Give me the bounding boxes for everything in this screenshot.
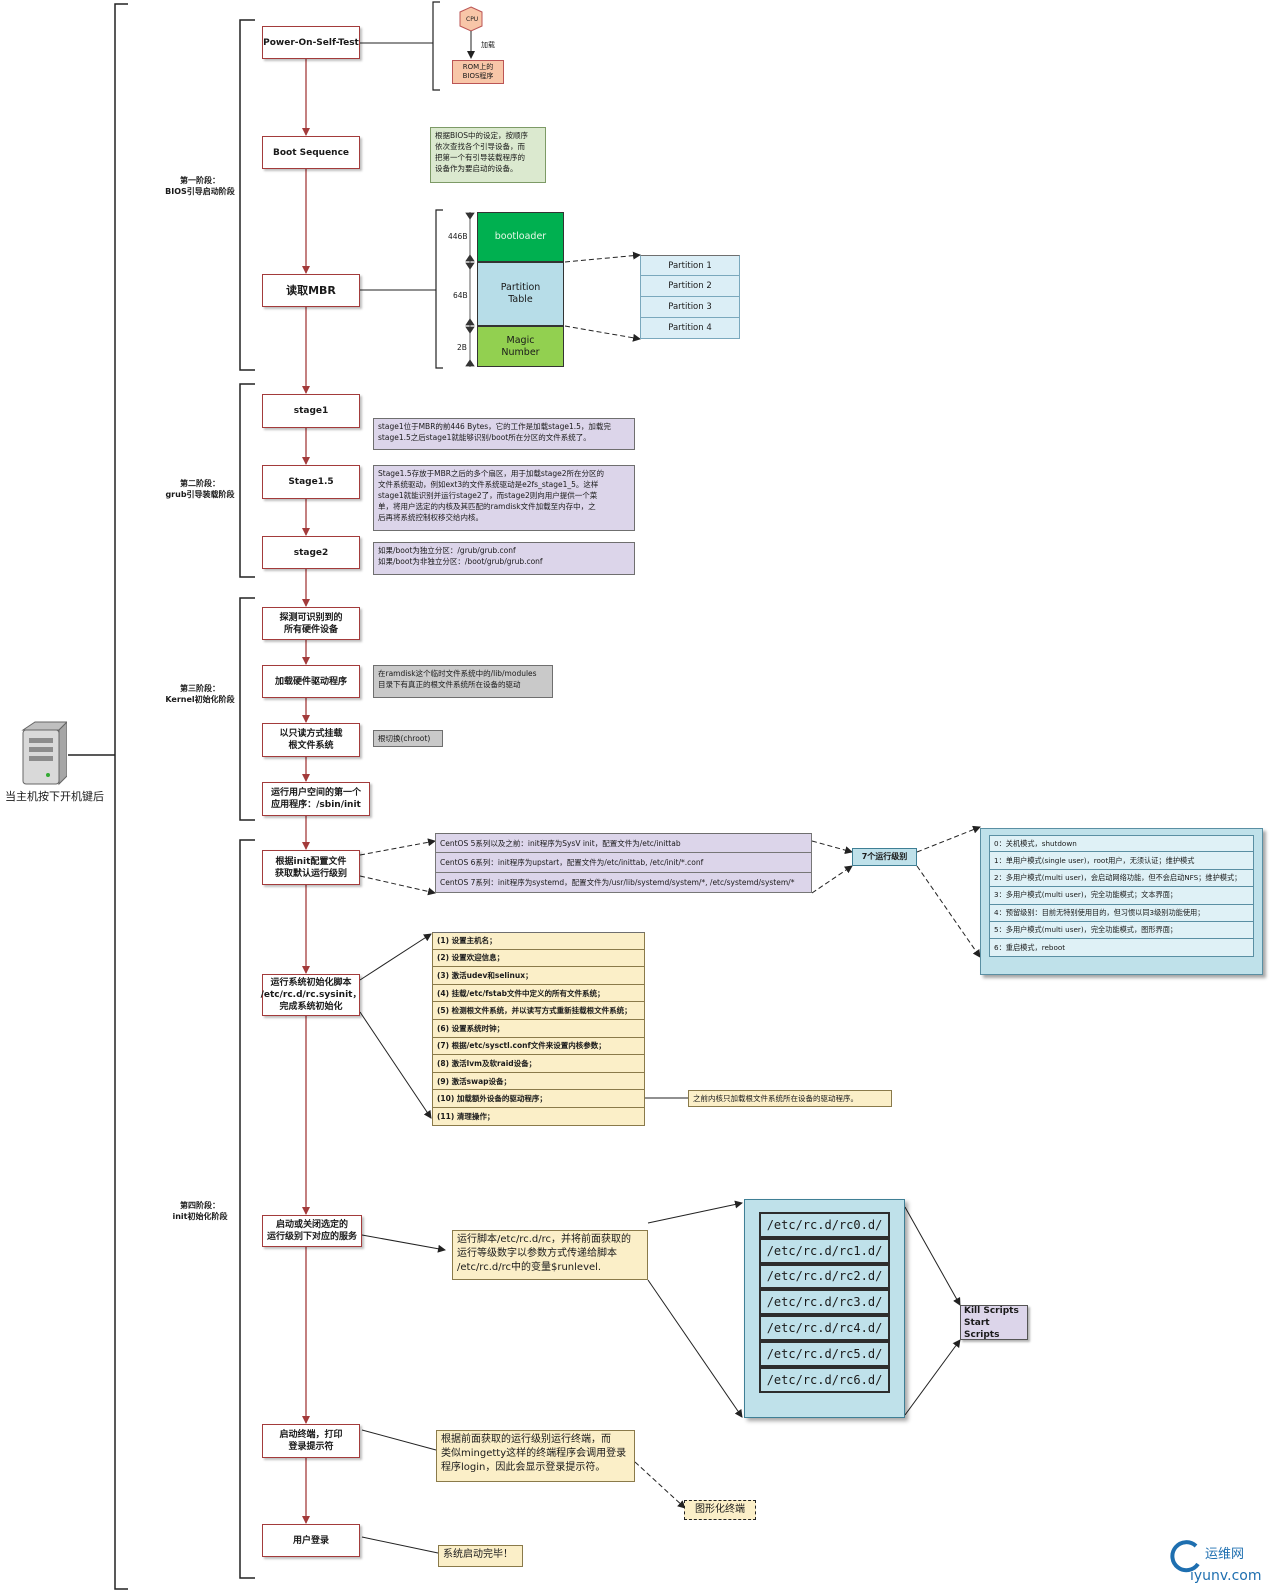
load-label: 加载	[481, 41, 495, 49]
step-rc-sysinit: 运行系统初始化脚本 /etc/rc.d/rc.sysinit， 完成系统初始化	[261, 974, 361, 1016]
rc-dir-3: /etc/rc.d/rc3.d/	[759, 1289, 890, 1316]
step-start-terminal: 启动终端，打印 登录提示符	[262, 1424, 360, 1458]
rc-directories-panel: /etc/rc.d/rc0.d/ /etc/rc.d/rc1.d/ /etc/r…	[744, 1199, 905, 1418]
sysinit-task: (6) 设置系统时钟；	[432, 1019, 645, 1038]
gui-terminal-box: 图形化终端	[684, 1500, 756, 1520]
stage1-bracket	[239, 19, 255, 371]
stage2-label: 第二阶段： grub引导装载阶段	[165, 479, 235, 499]
rc-dir-5: /etc/rc.d/rc5.d/	[759, 1340, 890, 1367]
runlevel-5: 5：多用户模式(multi user)，完全功能模式，图形界面；	[989, 921, 1254, 940]
step-user-login: 用户登录	[262, 1524, 360, 1557]
sysinit-task: (2) 设置欢迎信息；	[432, 949, 645, 968]
sysinit-task: (10) 加载额外设备的驱动程序；	[432, 1090, 645, 1108]
partition-3: Partition 3	[640, 297, 740, 318]
sysinit-task: (3) 激活udev和selinux；	[432, 967, 645, 985]
chroot-note: 根切换(chroot)	[373, 730, 443, 747]
init-system-centos5: CentOS 5系列以及之前：init程序为SysV init，配置文件为/et…	[435, 833, 812, 853]
watermark-url: iyunv.com	[1190, 1568, 1262, 1584]
stage3-bracket	[239, 597, 255, 821]
mbr-size-2: 2B	[457, 343, 467, 352]
stage3-label: 第三阶段： Kernel初始化阶段	[165, 684, 235, 704]
runlevels-panel: 0：关机模式，shutdown 1：单用户模式(single user)，roo…	[980, 828, 1263, 975]
rom-bios-box: ROM上的 BIOS程序	[452, 60, 504, 84]
sysinit-task: (8) 激活lvm及软raid设备；	[432, 1055, 645, 1073]
stage4-label: 第四阶段： init初始化阶段	[172, 1201, 228, 1221]
step-stage1: stage1	[262, 394, 360, 428]
step-start-services: 启动或关闭选定的 运行级别下对应的服务	[262, 1215, 362, 1247]
watermark-cn: 运维网	[1205, 1547, 1245, 1562]
stage1-5-note: Stage1.5存放于MBR之后的多个扇区，用于加载stage2所在分区的 文件…	[373, 465, 635, 531]
rc-dir-2: /etc/rc.d/rc2.d/	[759, 1263, 890, 1290]
sysinit-task: (11) 清理操作；	[432, 1107, 645, 1126]
runlevel-3: 3：多用户模式(multi user)，完全功能模式；文本界面；	[989, 887, 1254, 905]
runlevel-4: 4：预留级别：目前无特别使用目的，但习惯以同3级别功能使用；	[989, 904, 1254, 922]
rc-dir-0: /etc/rc.d/rc0.d/	[759, 1212, 890, 1238]
runlevel-6: 6：重启模式，reboot	[989, 939, 1254, 957]
step-read-mbr: 读取MBR	[262, 274, 360, 307]
kill-start-scripts: Kill Scripts Start Scripts	[960, 1305, 1028, 1340]
site-logo-icon	[1170, 1540, 1200, 1573]
stage2-bracket	[239, 383, 255, 578]
stage1-label: 第一阶段： BIOS引导启动阶段	[165, 176, 235, 196]
step-load-drivers: 加载硬件驱动程序	[262, 665, 360, 698]
runlevel-1: 1：单用户模式(single user)，root用户，无须认证；维护模式	[989, 852, 1254, 870]
init-systems-list: CentOS 5系列以及之前：init程序为SysV init，配置文件为/et…	[435, 833, 812, 893]
stage2-note: 如果/boot为独立分区：/grub/grub.conf 如果/boot为非独立…	[373, 542, 635, 575]
partition-2: Partition 2	[640, 276, 740, 297]
boot-complete-note: 系统启动完毕！	[438, 1545, 523, 1567]
rc-dir-1: /etc/rc.d/rc1.d/	[759, 1237, 890, 1264]
sysinit-task: (1) 设置主机名；	[432, 932, 645, 950]
step-get-runlevel: 根据init配置文件 获取默认运行级别	[262, 850, 360, 885]
mbr-size-64: 64B	[453, 291, 468, 300]
rc-script-note: 运行脚本/etc/rc.d/rc，并将前面获取的 运行等级数字以参数方式传递给脚…	[452, 1230, 648, 1280]
step-detect-hardware: 探测可识别到的 所有硬件设备	[262, 607, 360, 640]
init-system-centos7: CentOS 7系列：init程序为systemd，配置文件为/usr/lib/…	[435, 873, 812, 893]
boot-sequence-note: 根据BIOS中的设定，按顺序 依次查找各个引导设备，而 把第一个有引导装载程序的…	[430, 127, 546, 183]
sysinit-task-list: (1) 设置主机名； (2) 设置欢迎信息； (3) 激活udev和selinu…	[432, 932, 645, 1126]
root-bracket	[114, 3, 128, 1590]
sysinit-task: (5) 检测根文件系统，并以读写方式重新挂载根文件系统；	[432, 1002, 645, 1020]
rc-dir-6: /etc/rc.d/rc6.d/	[759, 1366, 890, 1393]
driver-extra-note: 之前内核只加载根文件系统所在设备的驱动程序。	[688, 1090, 892, 1107]
driver-note: 在ramdisk这个临时文件系统中的/lib/modules 目录下有真正的根文…	[373, 665, 553, 698]
mbr-partition-table: Partition Table	[477, 262, 564, 326]
stage1-note: stage1位于MBR的前446 Bytes，它的工作是加载stage1.5，加…	[373, 418, 635, 450]
step-power-on-self-test: Power-On-Self-Test	[262, 26, 360, 59]
partition-4: Partition 4	[640, 318, 740, 339]
sysinit-task: (4) 挂载/etc/fstab文件中定义的所有文件系统；	[432, 984, 645, 1003]
runlevel-0: 0：关机模式，shutdown	[989, 835, 1254, 853]
terminal-note: 根据前面获取的运行级别运行终端，而 类似mingetty这样的终端程序会调用登录…	[436, 1430, 635, 1482]
partition-list: Partition 1 Partition 2 Partition 3 Part…	[640, 255, 740, 339]
step-stage2: stage2	[262, 536, 360, 569]
runlevels-title: 7个运行级别	[852, 848, 917, 866]
root-label: 当主机按下开机键后	[5, 790, 104, 803]
step-mount-rootfs-ro: 以只读方式挂载 根文件系统	[262, 723, 360, 757]
step-boot-sequence: Boot Sequence	[262, 136, 360, 169]
stage4-bracket	[239, 839, 255, 1579]
server-icon	[21, 721, 67, 786]
init-system-centos6: CentOS 6系列：init程序为upstart，配置文件为/etc/init…	[435, 853, 812, 873]
step-run-sbin-init: 运行用户空间的第一个 应用程序：/sbin/init	[262, 782, 370, 816]
runlevel-2: 2：多用户模式(multi user)，会启动网络功能，但不会启动NFS；维护模…	[989, 869, 1254, 888]
rc-dir-4: /etc/rc.d/rc4.d/	[759, 1315, 890, 1341]
mbr-magic-number: Magic Number	[477, 326, 564, 367]
mbr-size-446: 446B	[448, 232, 468, 241]
mbr-bootloader: bootloader	[477, 212, 564, 262]
cpu-label: CPU	[466, 16, 479, 23]
sysinit-task: (7) 根据/etc/sysctl.conf文件来设置内核参数；	[432, 1037, 645, 1056]
step-stage1-5: Stage1.5	[262, 465, 360, 499]
sysinit-task: (9) 激活swap设备；	[432, 1072, 645, 1091]
partition-1: Partition 1	[640, 255, 740, 276]
